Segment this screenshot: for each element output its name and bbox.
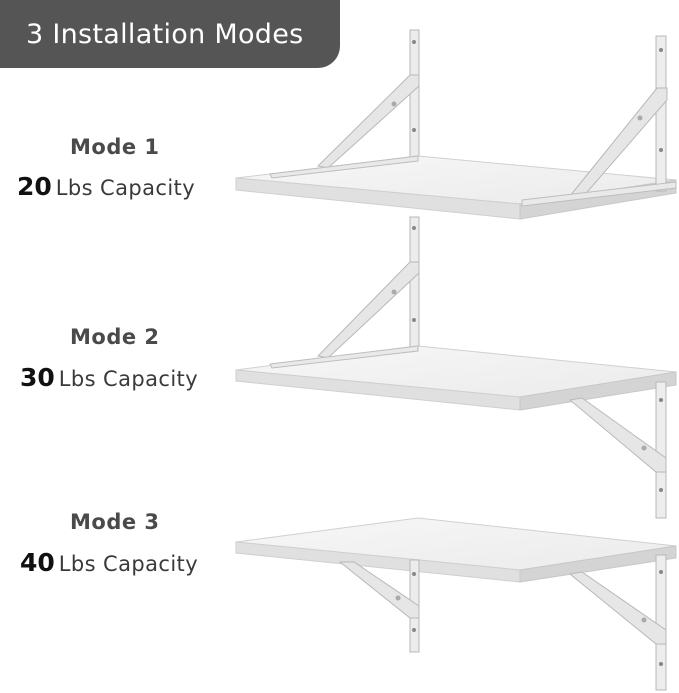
mode-3-capacity-value: 40 bbox=[20, 548, 55, 577]
mode-1-label: Mode 1 bbox=[70, 135, 160, 159]
shelf-2 bbox=[235, 216, 677, 519]
banner-title: 3 Installation Modes bbox=[26, 18, 304, 50]
mode-3-capacity-text: Lbs Capacity bbox=[58, 552, 199, 576]
mode-2-capacity-value: 30 bbox=[20, 363, 55, 392]
shelf-1 bbox=[235, 29, 677, 220]
shelf-2-bracket-upper bbox=[316, 216, 420, 360]
mode-2-label: Mode 2 bbox=[70, 325, 160, 349]
title-banner: 3 Installation Modes bbox=[0, 0, 340, 68]
shelf-3-bracket-rear bbox=[338, 559, 420, 653]
mode-2-capacity-text: Lbs Capacity bbox=[58, 367, 199, 391]
mode-1-capacity-value: 20 bbox=[17, 172, 52, 201]
shelf-3 bbox=[235, 517, 677, 691]
shelf-3-bracket-front bbox=[568, 554, 667, 691]
shelf-2-bracket-lower bbox=[568, 381, 667, 519]
mode-3-label: Mode 3 bbox=[70, 510, 160, 534]
mode-1-capacity-text: Lbs Capacity bbox=[55, 176, 196, 200]
shelf-1-bracket-left bbox=[316, 29, 420, 171]
shelf-1-bracket-right bbox=[521, 35, 677, 207]
